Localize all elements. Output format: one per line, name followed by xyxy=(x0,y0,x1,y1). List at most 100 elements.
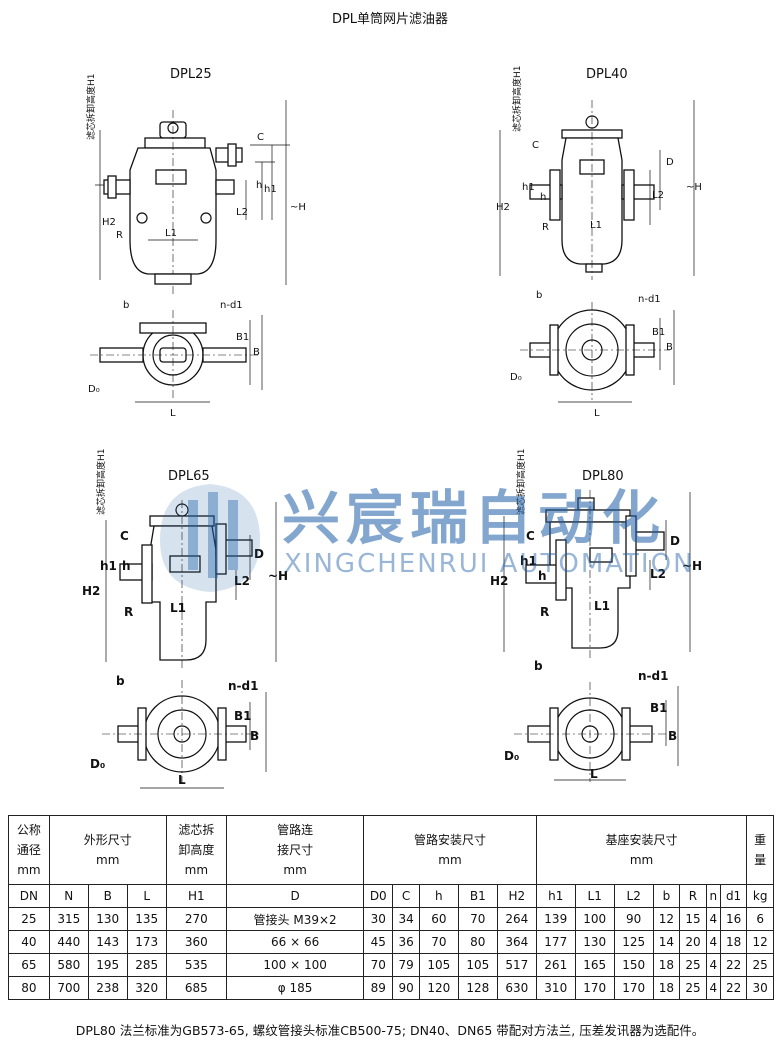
table-cell: 18 xyxy=(719,930,748,954)
column-header: n xyxy=(705,884,721,908)
column-header: D xyxy=(226,884,365,908)
table-cell: 120 xyxy=(418,976,459,1000)
table-cell: 25 xyxy=(679,953,707,977)
svg-text:R: R xyxy=(540,605,549,619)
table-cell: 580 xyxy=(48,953,89,977)
svg-text:滤芯拆卸高度H1: 滤芯拆卸高度H1 xyxy=(95,449,107,516)
table-cell: 4 xyxy=(705,953,721,977)
svg-text:B1: B1 xyxy=(650,701,668,715)
technical-drawings: DPL25 滤芯拆卸高度H1 C h h1 L2 L1 ~H H2 xyxy=(82,66,702,789)
table-cell: 90 xyxy=(392,976,420,1000)
dpl40-plan: b n-d1 B1 B L D₀ xyxy=(510,290,675,419)
svg-text:L: L xyxy=(178,773,186,787)
svg-text:B1: B1 xyxy=(236,332,249,343)
svg-text:B: B xyxy=(668,729,677,743)
table-cell: 22 xyxy=(719,953,748,977)
table-cell: 130 xyxy=(87,907,128,931)
model-label-dpl80: DPL80 xyxy=(582,469,624,484)
table-cell: 25 xyxy=(746,953,774,977)
table-cell: 100 xyxy=(574,907,615,931)
svg-text:H2: H2 xyxy=(102,217,116,228)
svg-text:D: D xyxy=(670,534,680,548)
svg-text:D₀: D₀ xyxy=(510,372,522,383)
table-cell: 261 xyxy=(535,953,576,977)
svg-text:L2: L2 xyxy=(650,567,666,581)
page-title: DPL单筒网片滤油器 xyxy=(331,12,449,27)
svg-text:L: L xyxy=(594,408,600,419)
table-cell: 270 xyxy=(165,907,228,931)
column-header: DN xyxy=(8,884,50,908)
table-cell: 130 xyxy=(574,930,615,954)
table-cell: 18 xyxy=(652,976,681,1000)
header-group-label: 基座安装尺寸 xyxy=(605,833,678,847)
header-group-label: mm xyxy=(184,863,209,877)
table-cell: 364 xyxy=(496,930,537,954)
svg-text:R: R xyxy=(124,605,133,619)
svg-text:H2: H2 xyxy=(490,574,508,588)
dpl25-plan: b n-d1 B1 B L D₀ xyxy=(88,300,263,419)
dpl25-elevation: DPL25 滤芯拆卸高度H1 C h h1 L2 L1 ~H H2 xyxy=(85,67,306,295)
svg-text:~H: ~H xyxy=(268,569,288,583)
table-cell: 143 xyxy=(87,930,128,954)
table-cell: 4 xyxy=(705,930,721,954)
svg-text:~H: ~H xyxy=(290,202,306,213)
svg-text:~H: ~H xyxy=(686,182,702,193)
table-cell: 79 xyxy=(392,953,420,977)
svg-text:H2: H2 xyxy=(496,202,510,213)
dpl80-plan: b n-d1 B1 B L D₀ xyxy=(504,659,679,782)
header-group-label: mm xyxy=(438,853,462,867)
table-cell: 40 xyxy=(8,930,50,954)
column-header: H1 xyxy=(165,884,228,908)
header-group-label: 通径 xyxy=(16,843,41,857)
watermark-cn: 兴宸瑞自动化 xyxy=(282,484,666,552)
column-header: D0 xyxy=(363,884,394,908)
header-group-label: mm xyxy=(96,853,120,867)
dpl65-plan: b n-d1 B1 B L D₀ xyxy=(90,674,267,789)
table-cell: 12 xyxy=(652,907,681,931)
model-label-dpl65: DPL65 xyxy=(168,469,210,484)
table-cell: 66 × 66 xyxy=(226,930,365,954)
svg-text:D₀: D₀ xyxy=(504,749,519,763)
column-header: d1 xyxy=(719,884,748,908)
table-cell: 70 xyxy=(457,907,498,931)
table-cell: 管接头 M39×2 xyxy=(226,907,365,931)
table-cell: 30 xyxy=(746,976,774,1000)
table-cell: 18 xyxy=(652,953,681,977)
table-cell: 125 xyxy=(613,930,654,954)
table-cell: 20 xyxy=(679,930,707,954)
svg-text:B: B xyxy=(253,347,260,358)
header-group-label: 管路连 xyxy=(277,823,314,837)
table-cell: 16 xyxy=(719,907,748,931)
header-group-label: 卸高度 xyxy=(178,843,215,857)
table-cell: 264 xyxy=(496,907,537,931)
svg-text:L1: L1 xyxy=(590,220,602,231)
table-cell: 440 xyxy=(48,930,89,954)
svg-text:L1: L1 xyxy=(594,599,610,613)
h1-vertical-label: 滤芯拆卸高度H1 xyxy=(85,74,97,141)
watermark: 兴宸瑞自动化 XINGCHENRUI AUTOMATION xyxy=(160,484,693,592)
svg-text:B1: B1 xyxy=(652,327,665,338)
column-header: L1 xyxy=(574,884,615,908)
svg-text:L1: L1 xyxy=(165,228,177,239)
table-cell: 139 xyxy=(535,907,576,931)
table-cell: 195 xyxy=(87,953,128,977)
column-header: H2 xyxy=(496,884,537,908)
table-cell: 105 xyxy=(457,953,498,977)
table-cell: 320 xyxy=(126,976,167,1000)
column-header: N xyxy=(48,884,89,908)
table-cell: 517 xyxy=(496,953,537,977)
column-header: L2 xyxy=(613,884,654,908)
svg-text:b: b xyxy=(536,290,542,301)
table-cell: 170 xyxy=(613,976,654,1000)
svg-text:R: R xyxy=(542,222,549,233)
table-cell: 36 xyxy=(392,930,420,954)
svg-text:h1: h1 xyxy=(522,182,535,193)
column-header: b xyxy=(652,884,681,908)
svg-text:C: C xyxy=(526,529,535,543)
svg-text:n-d1: n-d1 xyxy=(638,294,661,305)
header-group-weight: 重量 xyxy=(746,815,774,885)
table-cell: 14 xyxy=(652,930,681,954)
